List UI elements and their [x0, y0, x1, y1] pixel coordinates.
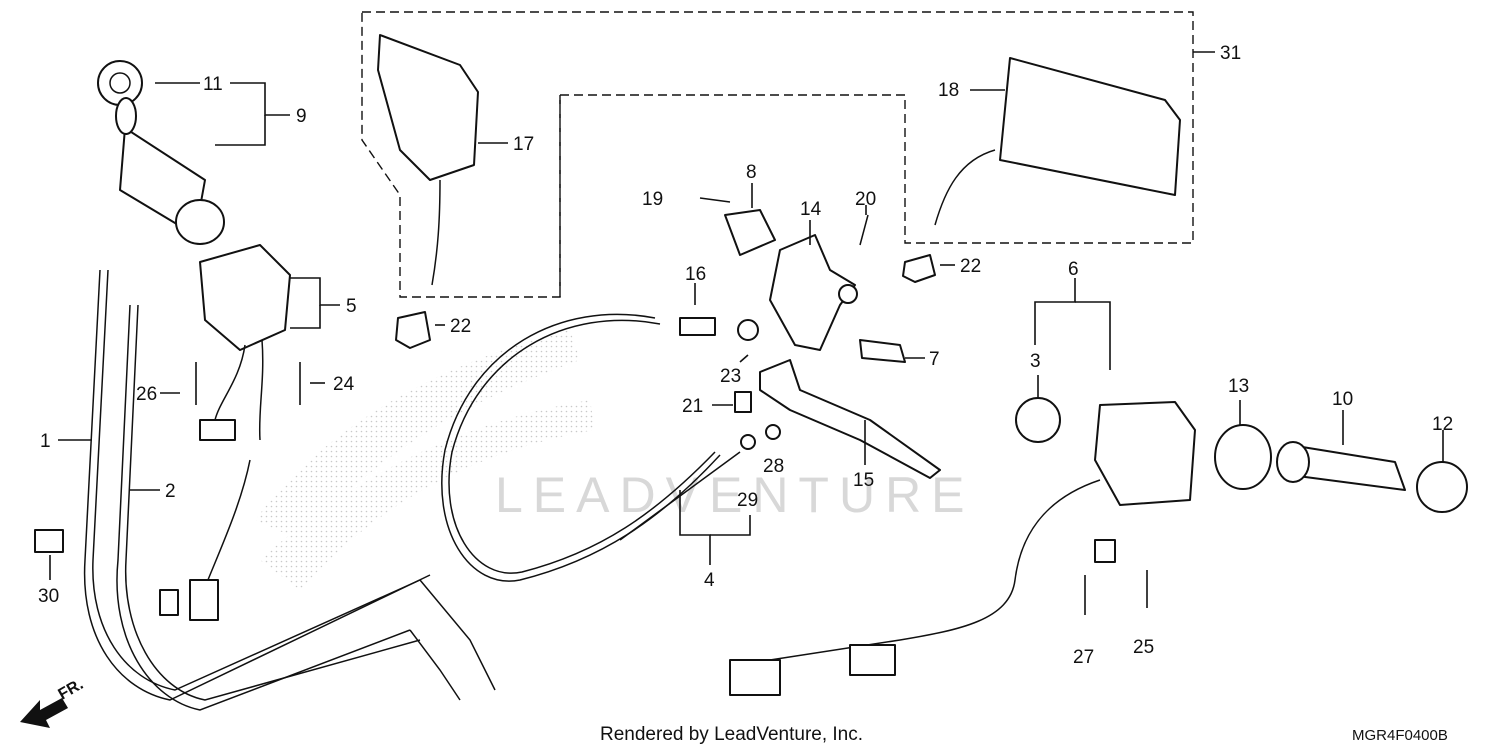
callout-26: 26	[136, 384, 157, 405]
callout-3: 3	[1030, 351, 1041, 372]
callout-2: 2	[165, 481, 176, 502]
callout-19: 19	[642, 189, 663, 210]
callout-30: 30	[38, 586, 59, 607]
screws	[195, 362, 1148, 615]
watermark-text: LEADVENTURE	[495, 467, 975, 523]
callout-5: 5	[346, 296, 357, 317]
callout-24: 24	[333, 374, 355, 395]
callout-8: 8	[746, 162, 757, 183]
callout-1: 1	[40, 431, 51, 452]
rendered-by-credit: Rendered by LeadVenture, Inc.	[600, 724, 863, 745]
throttle-grip-assembly	[97, 60, 225, 245]
left-mirror	[377, 34, 479, 286]
left-handlebar-switch	[199, 244, 291, 441]
small-hardware	[34, 391, 781, 553]
right-wiring-harness	[729, 479, 1116, 696]
callout-13: 13	[1228, 376, 1249, 397]
callout-28: 28	[763, 456, 784, 477]
callout-29: 29	[737, 490, 758, 511]
callout-31: 31	[1220, 43, 1241, 64]
callout-11: 11	[203, 74, 223, 95]
callout-15: 15	[853, 470, 874, 491]
right-mirror	[934, 57, 1181, 226]
callout-14: 14	[800, 199, 822, 220]
watermark: LEADVENTURE	[255, 330, 975, 590]
callout-7: 7	[929, 349, 940, 370]
mirror-nuts	[395, 254, 936, 349]
watermark-wing-logo	[255, 330, 595, 590]
diagram-code: MGR4F0400B	[1352, 727, 1448, 744]
callout-10: 10	[1332, 389, 1353, 410]
callout-27: 27	[1073, 647, 1094, 668]
callout-17: 17	[513, 134, 534, 155]
callout-22b: 22	[960, 256, 981, 277]
callout-6: 6	[1068, 259, 1079, 280]
callout-4: 4	[704, 570, 715, 591]
left-wiring-harness	[159, 459, 251, 621]
callout-22a: 22	[450, 316, 471, 337]
callout-labels: 1 2 3 4 5 6 7 8 9 10 11 12 13 14 15 16 1…	[38, 43, 1453, 668]
callout-23: 23	[720, 366, 741, 387]
leader-lines	[49, 51, 1444, 580]
callout-20: 20	[855, 189, 876, 210]
callout-9: 9	[296, 106, 307, 127]
callout-21: 21	[682, 396, 703, 417]
front-direction-indicator: FR.	[20, 676, 86, 728]
callout-18: 18	[938, 80, 959, 101]
callout-16: 16	[685, 264, 706, 285]
throttle-cables	[83, 269, 496, 711]
callout-25: 25	[1133, 637, 1154, 658]
clutch-lever-assembly	[679, 197, 941, 479]
front-arrow-icon	[20, 698, 68, 728]
mirror-assembly-box	[361, 11, 1194, 298]
right-handlebar-switch	[1015, 397, 1468, 513]
callout-12: 12	[1432, 414, 1453, 435]
